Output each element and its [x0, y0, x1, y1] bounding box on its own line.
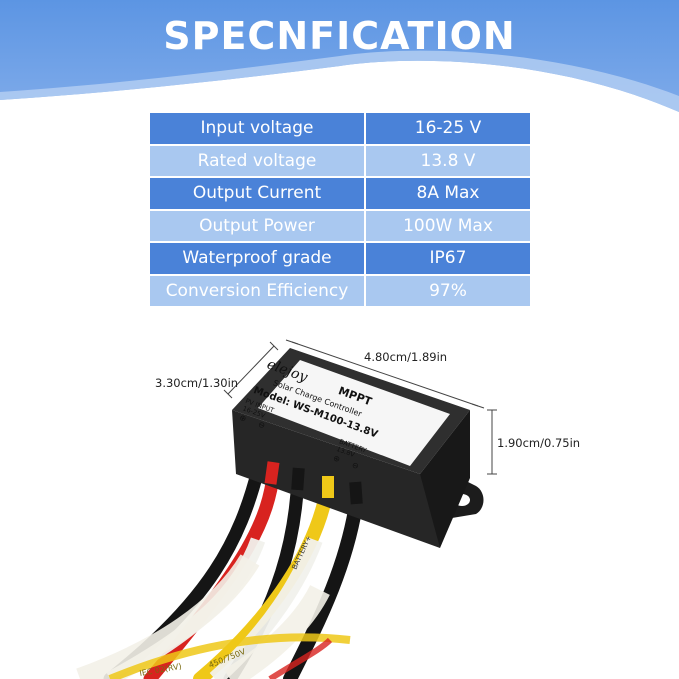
- controller-housing: [232, 348, 484, 548]
- spec-label: Conversion Efficiency: [150, 275, 364, 306]
- dimension-height: 1.90cm/0.75in: [497, 436, 581, 450]
- spec-label: Output Power: [150, 210, 364, 241]
- spec-label: Output Current: [150, 178, 364, 209]
- table-row: Conversion Efficiency 97%: [150, 275, 530, 306]
- dimension-lines: [223, 339, 497, 475]
- product-illustration: BATTERY+ 450/750V IEC 02(RV) elejoy MPPT…: [76, 339, 497, 679]
- spec-label: Rated voltage: [150, 145, 364, 176]
- plus-icon: ⊕: [238, 413, 247, 424]
- minus-icon: ⊖: [257, 420, 266, 431]
- header-banner: SPECNFICATION: [0, 0, 679, 112]
- wire-bundle: [76, 463, 365, 679]
- spec-value: 8A Max: [366, 178, 530, 209]
- table-row: Input voltage 16-25 V: [150, 113, 530, 144]
- spec-value: 97%: [366, 275, 530, 306]
- table-row: Output Power 100W Max: [150, 210, 530, 241]
- banner-wave-background: [0, 0, 679, 112]
- minus-icon: ⊖: [351, 460, 360, 471]
- spec-value: 100W Max: [366, 210, 530, 241]
- page-title: SPECNFICATION: [163, 14, 516, 58]
- spec-value: IP67: [366, 243, 530, 274]
- wire-stubs: [264, 461, 363, 505]
- table-row: Rated voltage 13.8 V: [150, 145, 530, 176]
- spec-value: 16-25 V: [366, 113, 530, 144]
- spec-table: Input voltage 16-25 V Rated voltage 13.8…: [148, 111, 532, 308]
- dimension-length: 4.80cm/1.89in: [364, 350, 448, 364]
- table-row: Waterproof grade IP67: [150, 243, 530, 274]
- plus-icon: ⊕: [332, 453, 341, 464]
- spec-label: Waterproof grade: [150, 243, 364, 274]
- spec-label: Input voltage: [150, 113, 364, 144]
- spec-value: 13.8 V: [366, 145, 530, 176]
- table-row: Output Current 8A Max: [150, 178, 530, 209]
- dimension-width: 3.30cm/1.30in: [155, 376, 239, 390]
